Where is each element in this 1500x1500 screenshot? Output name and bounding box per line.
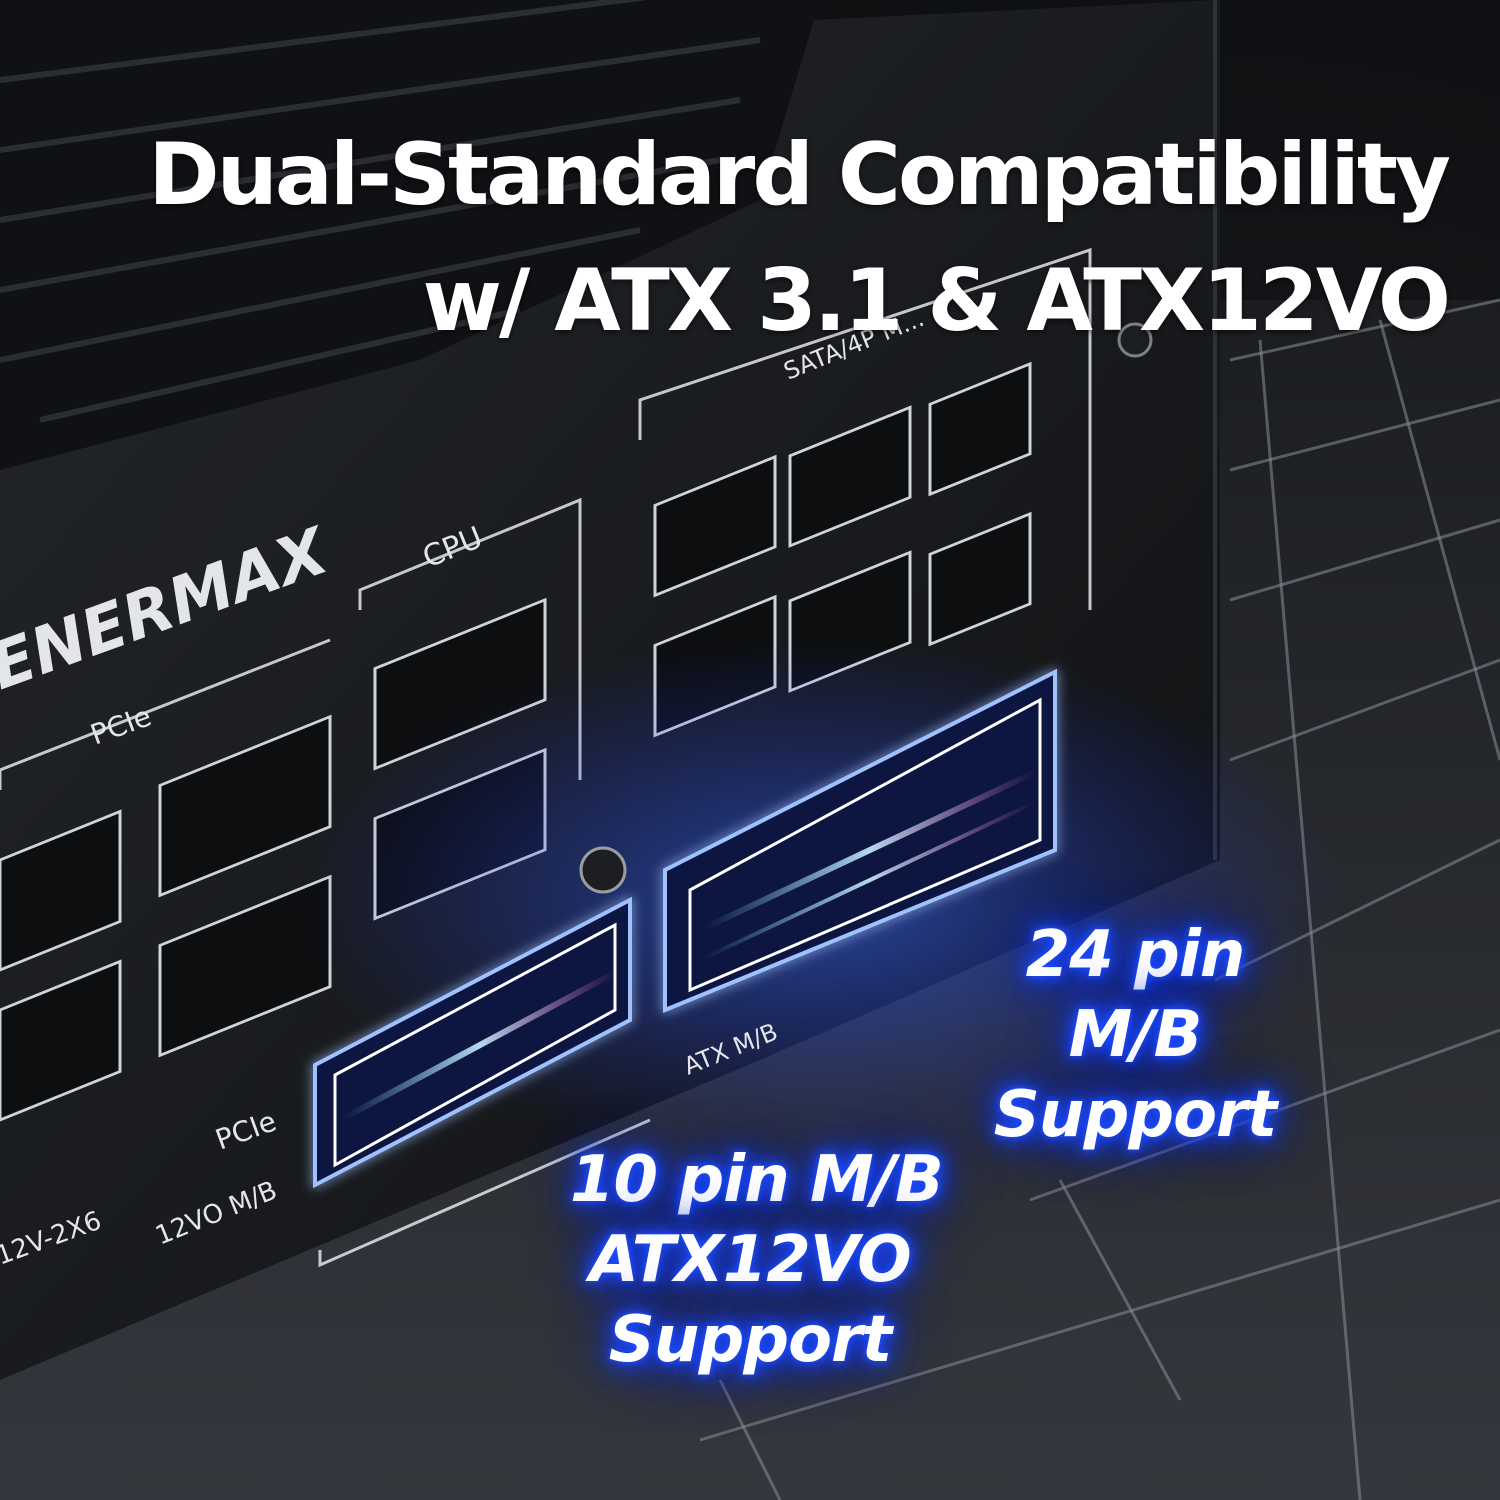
grille-slots: [0, 0, 761, 423]
callout-24-pin: 24 pin M/B Support: [985, 915, 1285, 1155]
panel-outlines: [0, 247, 1092, 1268]
callout-10-pin: 10 pin M/B ATX12VO Support: [570, 1140, 944, 1380]
screw: [579, 846, 627, 894]
callout-10-line-1: 10 pin M/B: [570, 1143, 944, 1217]
port-10-pin: [313, 896, 632, 1189]
callout-10-line-3: Support: [608, 1303, 892, 1377]
screw: [1117, 322, 1153, 358]
port-24-pin: [663, 668, 1057, 1013]
callout-10-line-2: ATX12VO: [589, 1223, 911, 1297]
callout-24-line-2: M/B: [1068, 998, 1203, 1072]
headline: Dual-Standard Compatibility w/ ATX 3.1 &…: [148, 112, 1451, 364]
headline-line-1: Dual-Standard Compatibility: [148, 125, 1451, 225]
callout-24-line-3: Support: [993, 1078, 1277, 1152]
connector-blocks: [0, 361, 1032, 1123]
headline-line-2: w/ ATX 3.1 & ATX12VO: [422, 251, 1451, 351]
callout-24-line-1: 24 pin: [1025, 918, 1246, 992]
